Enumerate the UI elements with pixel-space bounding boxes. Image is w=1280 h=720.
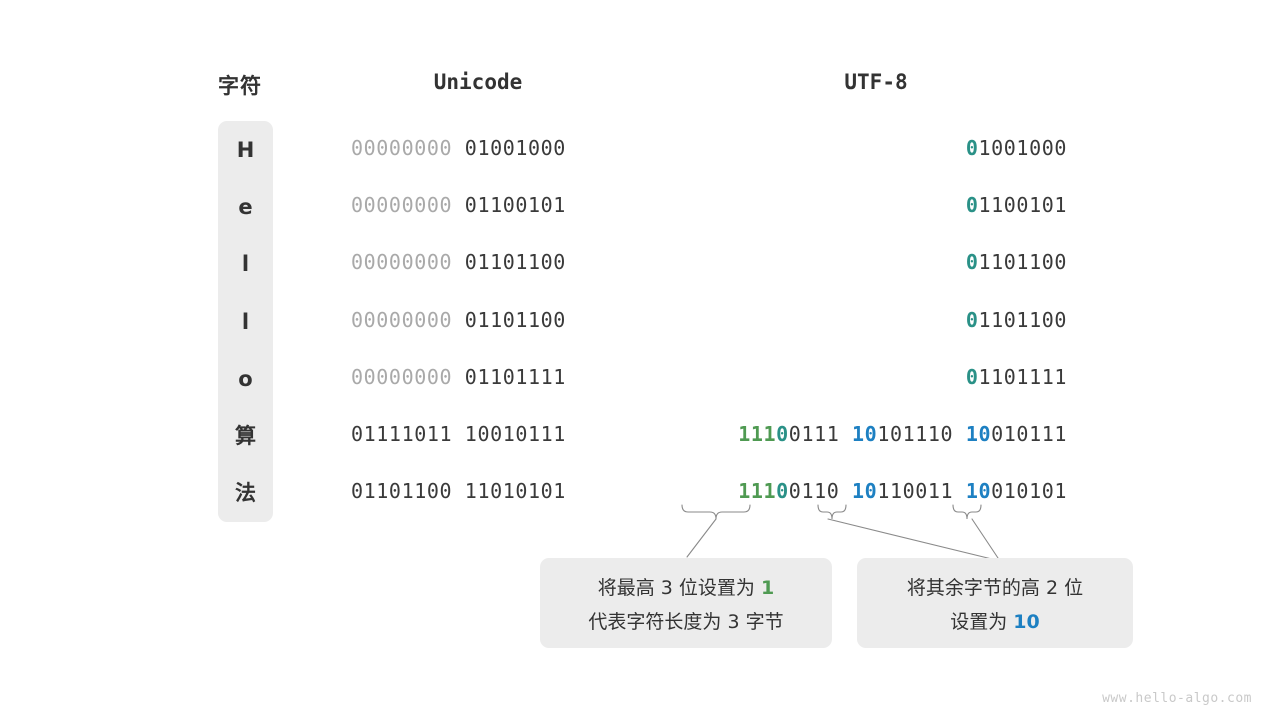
header-character: 字符 <box>218 74 262 98</box>
unicode-low-byte: 01101100 <box>464 250 566 275</box>
unicode-bits: 00000000 01101100 <box>351 308 566 332</box>
utf8-payload-bits: 1101100 <box>978 307 1067 332</box>
leader-line-1 <box>686 518 717 558</box>
utf8-marker-bit: 0 <box>965 364 979 389</box>
utf8-continuation-marker: 10 <box>852 422 878 446</box>
callout-1-line-2: 代表字符长度为 3 字节 <box>588 610 784 633</box>
unicode-bits: 01111011 10010111 <box>351 422 566 446</box>
utf8-bits: 01001000 <box>966 136 1067 160</box>
unicode-bits: 01101100 11010101 <box>351 479 566 503</box>
leader-line-2 <box>827 518 1001 562</box>
character-cell: 算 <box>235 424 256 448</box>
character-cell: o <box>238 366 253 391</box>
unicode-high-byte: 01101100 <box>351 479 453 504</box>
site-watermark: www.hello-algo.com <box>1102 691 1252 706</box>
utf8-marker-terminator: 0 <box>776 479 789 504</box>
unicode-bits: 00000000 01100101 <box>351 193 566 217</box>
utf8-continuation-marker: 10 <box>965 422 992 446</box>
utf8-marker-bit: 0 <box>965 307 979 332</box>
utf8-marker-bit: 0 <box>965 250 979 275</box>
utf8-payload-bits: 1001000 <box>978 136 1067 160</box>
utf8-bits: 11100111 10101110 10010111 <box>738 422 1067 446</box>
utf8-bits: 01101100 <box>966 250 1067 274</box>
utf8-payload-bits: 1101100 <box>978 250 1067 275</box>
callout-leading-bits: 将最高 3 位设置为 1 代表字符长度为 3 字节 <box>540 558 832 648</box>
callout-continuation-bits: 将其余字节的高 2 位 设置为 10 <box>857 558 1133 648</box>
callout-2-keyword: 10 <box>1013 610 1040 633</box>
utf8-payload-bits: 1101111 <box>978 364 1067 389</box>
utf8-payload-bits: 1100101 <box>978 193 1067 218</box>
brace-cont-bits-2 <box>817 504 847 520</box>
header-utf8: UTF-8 <box>844 70 908 94</box>
callout-1-line-1: 将最高 3 位设置为 1 <box>598 573 774 600</box>
utf8-marker-bit: 0 <box>965 193 979 218</box>
callout-2-line-2-text: 设置为 <box>950 610 1014 633</box>
unicode-high-byte: 01111011 <box>351 422 453 446</box>
leader-line-3 <box>971 518 1001 562</box>
unicode-low-byte: 01101100 <box>464 307 566 332</box>
unicode-high-byte: 00000000 <box>351 307 453 332</box>
unicode-high-byte: 00000000 <box>351 250 453 275</box>
unicode-low-byte: 01100101 <box>464 193 566 218</box>
unicode-high-byte: 00000000 <box>351 364 453 389</box>
unicode-low-byte: 01001000 <box>464 136 566 160</box>
callout-1-keyword: 1 <box>760 576 775 599</box>
character-cell: H <box>236 138 255 162</box>
unicode-bits: 00000000 01101100 <box>351 250 566 274</box>
utf8-continuation-marker: 10 <box>965 479 992 504</box>
utf8-bits: 11100110 10110011 10010101 <box>738 479 1067 503</box>
utf8-bits: 01101100 <box>966 308 1067 332</box>
callout-2-line-1: 将其余字节的高 2 位 <box>906 576 1084 599</box>
character-cell: e <box>238 195 253 220</box>
utf8-payload-bits: 0111 <box>788 422 840 446</box>
callout-1-line-1-text: 将最高 3 位设置为 <box>597 576 761 599</box>
character-column-panel <box>218 121 273 522</box>
unicode-bits: 00000000 01101111 <box>351 365 566 389</box>
brace-cont-bits-3 <box>952 504 982 520</box>
brace-leading-bits <box>681 504 751 520</box>
utf8-marker-bit: 0 <box>965 136 979 160</box>
unicode-high-byte: 00000000 <box>351 193 453 218</box>
utf8-marker-terminator: 0 <box>776 422 789 446</box>
utf8-bits: 01100101 <box>966 193 1067 217</box>
utf8-payload-bits: 010111 <box>991 422 1067 446</box>
unicode-low-byte: 10010111 <box>464 422 566 446</box>
utf8-payload-bits: 101110 <box>877 422 954 446</box>
utf8-length-marker: 111 <box>738 479 777 504</box>
character-cell: l <box>241 252 250 277</box>
unicode-low-byte: 11010101 <box>464 479 566 504</box>
character-cell: 法 <box>235 481 256 506</box>
utf8-payload-bits: 010101 <box>991 479 1067 504</box>
utf8-payload-bits: 0110 <box>788 479 840 504</box>
utf8-continuation-marker: 10 <box>852 479 878 504</box>
utf8-length-marker: 111 <box>738 422 777 446</box>
utf8-payload-bits: 110011 <box>877 479 954 504</box>
unicode-low-byte: 01101111 <box>464 364 566 389</box>
callout-2-line-2: 设置为 10 <box>950 607 1040 634</box>
character-cell: l <box>241 309 250 334</box>
utf8-bits: 01101111 <box>966 365 1067 389</box>
unicode-high-byte: 00000000 <box>351 136 453 160</box>
header-unicode: Unicode <box>433 70 523 94</box>
unicode-bits: 00000000 01001000 <box>351 136 566 160</box>
